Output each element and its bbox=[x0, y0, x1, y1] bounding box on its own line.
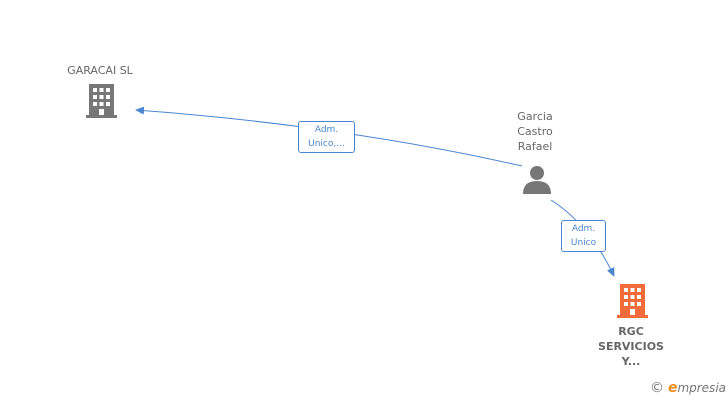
node-label-rgc[interactable]: RGC SERVICIOS Y... bbox=[598, 325, 664, 368]
brand-name: mpresia bbox=[677, 381, 726, 395]
node-label-person[interactable]: Garcia Castro Rafael bbox=[517, 110, 553, 153]
node-label-garacai[interactable]: GARACAI SL bbox=[67, 64, 133, 77]
building-icon[interactable] bbox=[86, 84, 117, 118]
brand-mark: e bbox=[667, 380, 678, 396]
person-icon[interactable] bbox=[523, 166, 551, 194]
copyright-icon: © bbox=[649, 380, 664, 396]
building-icon-highlighted[interactable] bbox=[617, 284, 648, 318]
edge-label-garacai[interactable]: Adm. Unico,... bbox=[298, 121, 355, 153]
edge-label-rgc[interactable]: Adm. Unico bbox=[561, 220, 606, 252]
brand-logo: ©empresia bbox=[650, 380, 726, 396]
